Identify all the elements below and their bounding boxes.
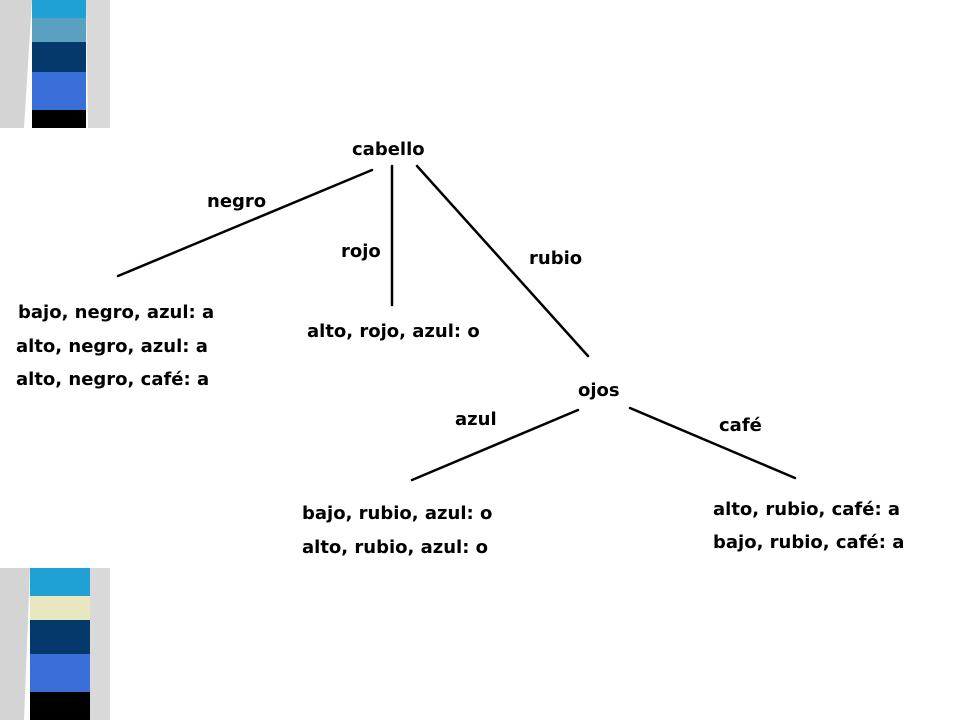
leaf-negro-1: bajo, negro, azul: a	[18, 302, 214, 323]
edge-cabello-negro	[116, 168, 374, 278]
leaf-azul-1: bajo, rubio, azul: o	[302, 503, 492, 524]
branch-label-rojo: rojo	[341, 241, 381, 262]
leaf-cafe-2: bajo, rubio, café: a	[713, 532, 904, 553]
edge-ojos-cafe	[628, 406, 797, 480]
branch-label-azul: azul	[455, 409, 497, 430]
branch-label-negro: negro	[207, 191, 266, 212]
node-ojos: ojos	[578, 380, 620, 401]
leaf-negro-2: alto, negro, azul: a	[16, 336, 208, 357]
edge-ojos-azul	[410, 408, 580, 482]
branch-label-cafe: café	[719, 415, 762, 436]
leaf-azul-2: alto, rubio, azul: o	[302, 537, 488, 558]
leaf-negro-3: alto, negro, café: a	[16, 369, 209, 390]
decorative-stripe-top	[0, 0, 110, 128]
node-cabello: cabello	[352, 139, 425, 160]
decorative-stripe-bottom	[0, 568, 110, 720]
edge-cabello-rubio	[415, 164, 590, 358]
leaf-cafe-1: alto, rubio, café: a	[713, 499, 900, 520]
branch-label-rubio: rubio	[529, 248, 582, 269]
leaf-rojo-1: alto, rojo, azul: o	[307, 321, 480, 342]
